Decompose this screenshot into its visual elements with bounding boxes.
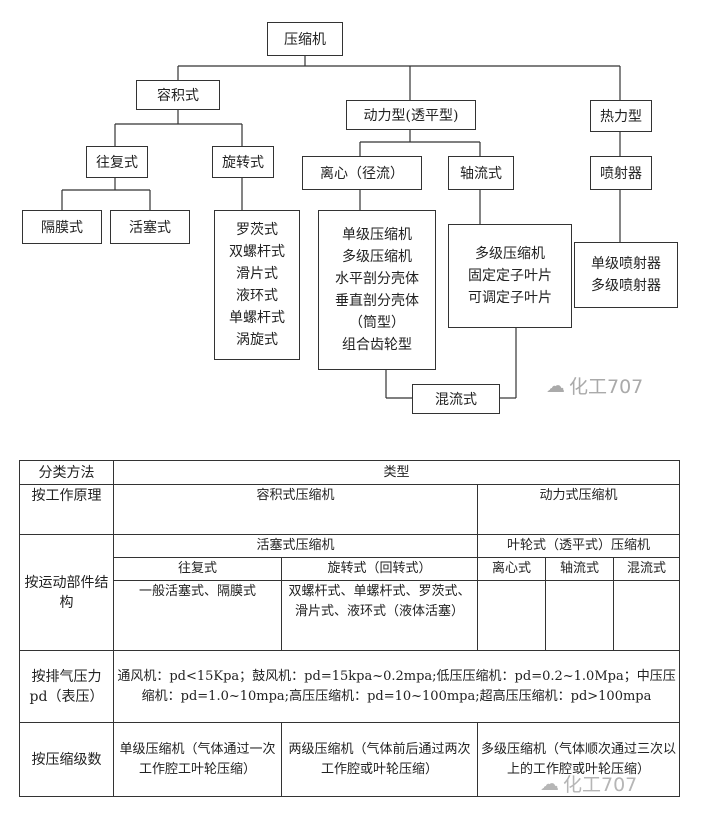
reciprocating-node: 往复式 <box>86 146 148 178</box>
wechat-icon: ☁ <box>546 374 565 397</box>
ejector-list-node: 单级喷射器 多级喷射器 <box>574 242 678 308</box>
row-stages-label: 按压缩级数 <box>19 722 114 797</box>
centrifugal-item: 多级压缩机 <box>342 249 412 265</box>
header-type: 类型 <box>112 460 681 485</box>
centrifugal-item: （筒型） <box>349 315 405 331</box>
cell-axial-empty <box>545 580 614 651</box>
cell-two-stage: 两级压缩机（气体前后通过两次工作腔或叶轮压缩） <box>281 722 478 797</box>
rotary-item: 液环式 <box>236 288 278 304</box>
axial-item: 固定定子叶片 <box>468 268 552 284</box>
diaphragm-node: 隔膜式 <box>22 210 102 244</box>
cell-single-stage: 单级压缩机（气体通过一次工作腔工叶轮压缩） <box>113 722 282 797</box>
axial-node: 轴流式 <box>448 156 514 190</box>
cell-volumetric-compressor: 容积式压缩机 <box>113 484 478 535</box>
classification-table: 分类方法 类型 按工作原理 容积式压缩机 动力式压缩机 按运动部件结构 活塞式压… <box>19 460 681 797</box>
centrifugal-item: 组合齿轮型 <box>342 337 412 353</box>
piston-node: 活塞式 <box>110 210 190 244</box>
mixed-flow-node: 混流式 <box>412 384 500 414</box>
watermark-text: 化工707 <box>569 376 644 398</box>
axial-item: 可调定子叶片 <box>468 290 552 306</box>
centrifugal-list-node: 单级压缩机 多级压缩机 水平剖分壳体 垂直剖分壳体 （筒型） 组合齿轮型 <box>318 210 436 370</box>
rotary-node: 旋转式 <box>212 146 274 178</box>
rotary-item: 罗茨式 <box>236 222 278 238</box>
cell-rotary: 旋转式（回转式） <box>281 557 478 581</box>
cell-piston-compressor: 活塞式压缩机 <box>113 534 478 558</box>
rotary-item: 涡旋式 <box>236 332 278 348</box>
cell-rotary-desc: 双螺杆式、单螺杆式、罗茨式、滑片式、液环式（液体活塞） <box>281 580 478 651</box>
header-method: 分类方法 <box>19 460 114 485</box>
ejector-item: 单级喷射器 <box>591 256 661 272</box>
tree-connectors <box>61 56 621 399</box>
watermark-top: ☁ 化工707 <box>546 372 643 399</box>
ejector-node: 喷射器 <box>590 156 652 190</box>
cell-impeller-compressor: 叶轮式（透平式）压缩机 <box>476 534 681 558</box>
cell-reciprocating: 往复式 <box>113 557 282 581</box>
cell-mixed-flow: 混流式 <box>612 557 681 581</box>
cell-axial: 轴流式 <box>545 557 614 581</box>
centrifugal-item: 水平剖分壳体 <box>335 271 419 287</box>
cell-multi-stage: 多级压缩机（气体顺次通过三次以上的工作腔或叶轮压缩） <box>476 722 681 797</box>
axial-list-node: 多级压缩机 固定定子叶片 可调定子叶片 <box>448 224 572 328</box>
rotary-item: 双螺杆式 <box>229 244 285 260</box>
watermark-bottom: ☁ 化工707 <box>540 770 637 797</box>
centrifugal-item: 垂直剖分壳体 <box>335 293 419 309</box>
wechat-icon: ☁ <box>540 772 559 795</box>
compressor-classification-tree: 压缩机 容积式 动力型(透平型) 热力型 往复式 旋转式 离心（径流） 轴流式 … <box>22 22 678 414</box>
cell-centrifugal: 离心式 <box>477 557 546 581</box>
cell-dynamic-compressor: 动力式压缩机 <box>476 484 681 535</box>
ejector-item: 多级喷射器 <box>591 278 661 294</box>
centrifugal-node: 离心（径流） <box>302 156 422 190</box>
cell-mixed-empty <box>612 580 681 651</box>
row-principle-label: 按工作原理 <box>19 484 114 535</box>
root-node: 压缩机 <box>267 22 343 56</box>
cell-reciprocating-desc: 一般活塞式、隔膜式 <box>113 580 282 651</box>
thermal-node: 热力型 <box>590 100 652 132</box>
centrifugal-item: 单级压缩机 <box>342 227 412 243</box>
rotary-item: 滑片式 <box>236 266 278 282</box>
axial-item: 多级压缩机 <box>475 246 545 262</box>
volumetric-node: 容积式 <box>136 80 220 110</box>
cell-centrifugal-empty <box>477 580 546 651</box>
row-structure-label: 按运动部件结构 <box>19 534 114 651</box>
rotary-list-node: 罗茨式 双螺杆式 滑片式 液环式 单螺杆式 涡旋式 <box>214 210 300 360</box>
cell-pressure-desc: 通风机：pd<15Kpa；鼓风机：pd=15kpa~0.2mpa;低压压缩机：p… <box>112 650 681 723</box>
row-pressure-label: 按排气压力 pd（表压） <box>19 650 114 723</box>
rotary-item: 单螺杆式 <box>229 310 285 326</box>
dynamic-node: 动力型(透平型) <box>346 100 476 130</box>
watermark-text: 化工707 <box>563 774 638 796</box>
